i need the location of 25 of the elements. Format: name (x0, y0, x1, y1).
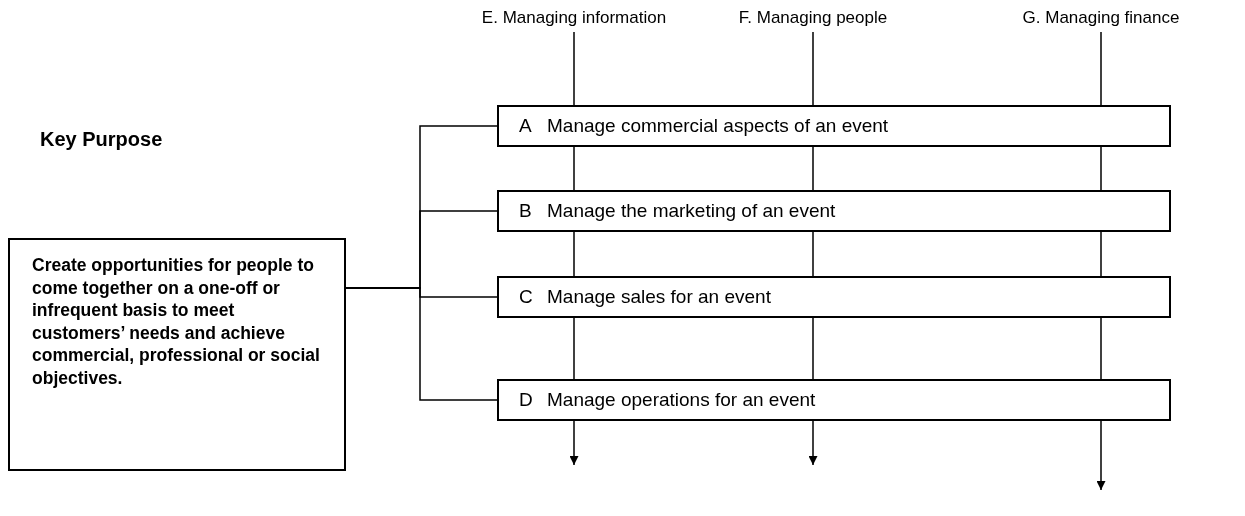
function-box: D Manage operations for an event (497, 379, 1171, 421)
connector-line (573, 146, 575, 191)
connector-line (812, 146, 814, 191)
arrow (569, 420, 579, 466)
connector-line (573, 317, 575, 380)
function-box: B Manage the marketing of an event (497, 190, 1171, 232)
function-box: A Manage commercial aspects of an event (497, 105, 1171, 147)
connector-line (1100, 317, 1102, 380)
arrow (1096, 420, 1106, 491)
connector-line (812, 231, 814, 277)
column-label: E. Managing information (481, 8, 667, 28)
column-label: G. Managing finance (1022, 8, 1180, 28)
connector-line (345, 287, 498, 401)
connector-line (1100, 231, 1102, 277)
function-box: C Manage sales for an event (497, 276, 1171, 318)
heading: Key Purpose (40, 128, 163, 151)
connector-line (812, 31, 814, 106)
purpose-box: Create opportunities for people to come together on a one-off or infrequent basis to meet customers’ needs and achieve commercial, professional or social objectives. (8, 238, 346, 471)
connector-line (812, 317, 814, 380)
column-label: F. Managing people (738, 8, 888, 28)
connector-line (573, 31, 575, 106)
arrow (808, 420, 818, 466)
connector-line (573, 231, 575, 277)
connector-line (1100, 31, 1102, 106)
connector-line (1100, 146, 1102, 191)
